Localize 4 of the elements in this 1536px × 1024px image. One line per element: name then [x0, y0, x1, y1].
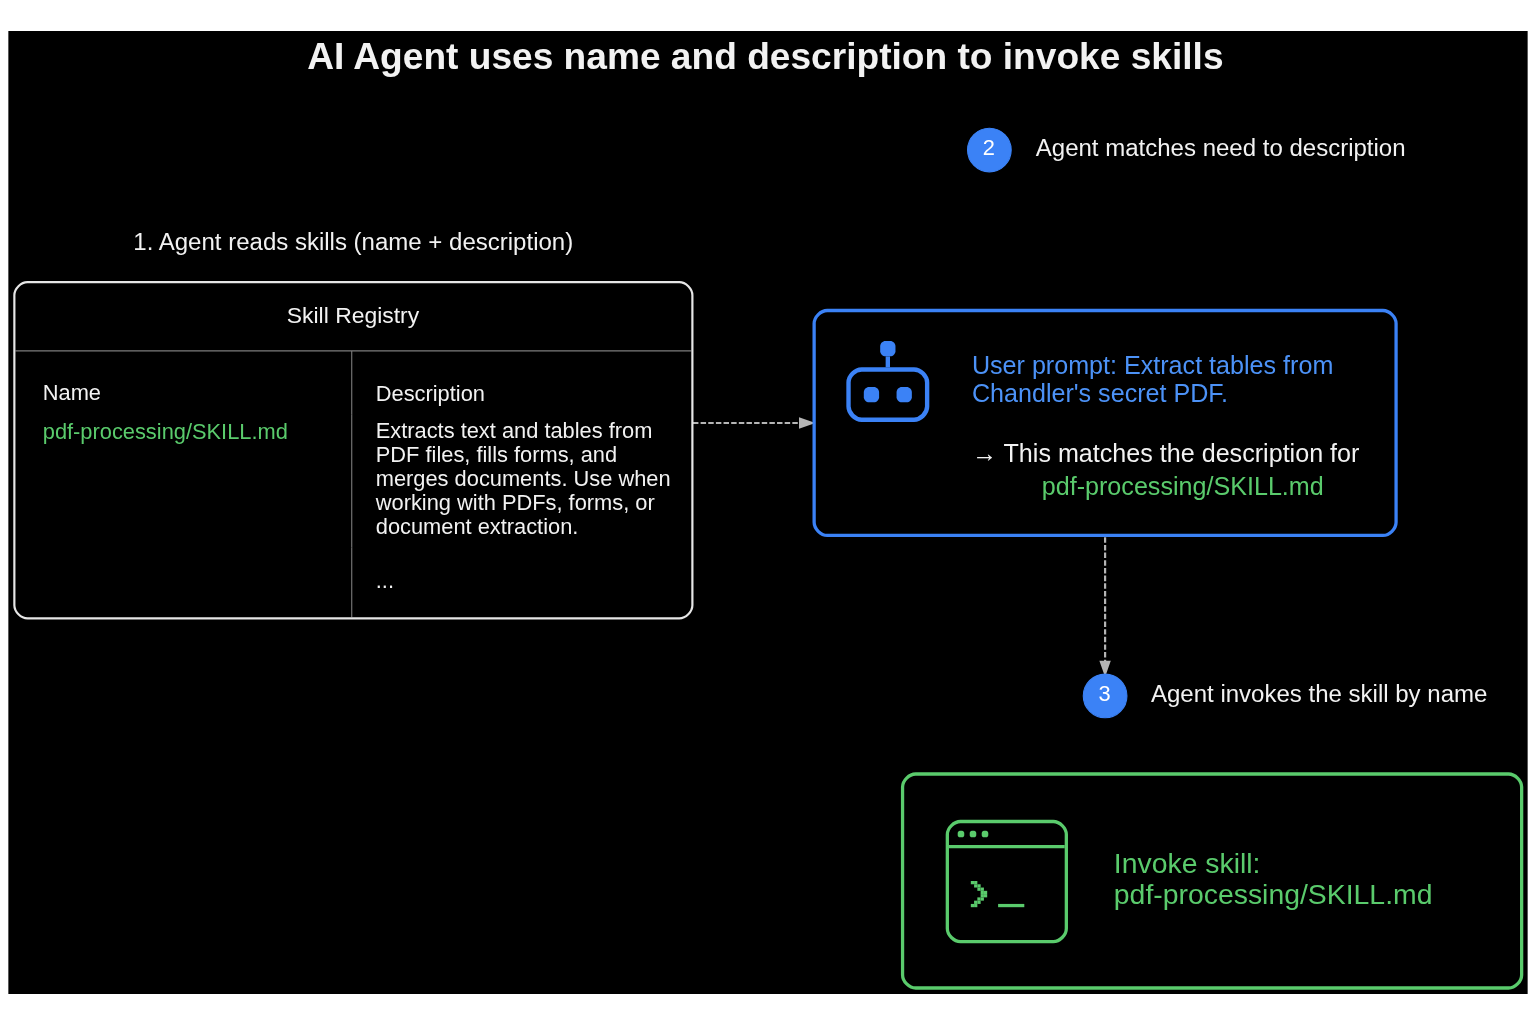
diagram-title: AI Agent uses name and description to invoke skills — [307, 34, 1224, 77]
node-label: Agent invokes the skill by name — [1150, 679, 1488, 707]
node-label: 1. Agent reads skills (name + description) — [133, 227, 574, 255]
node-label: Agent matches need to description — [1035, 133, 1406, 161]
